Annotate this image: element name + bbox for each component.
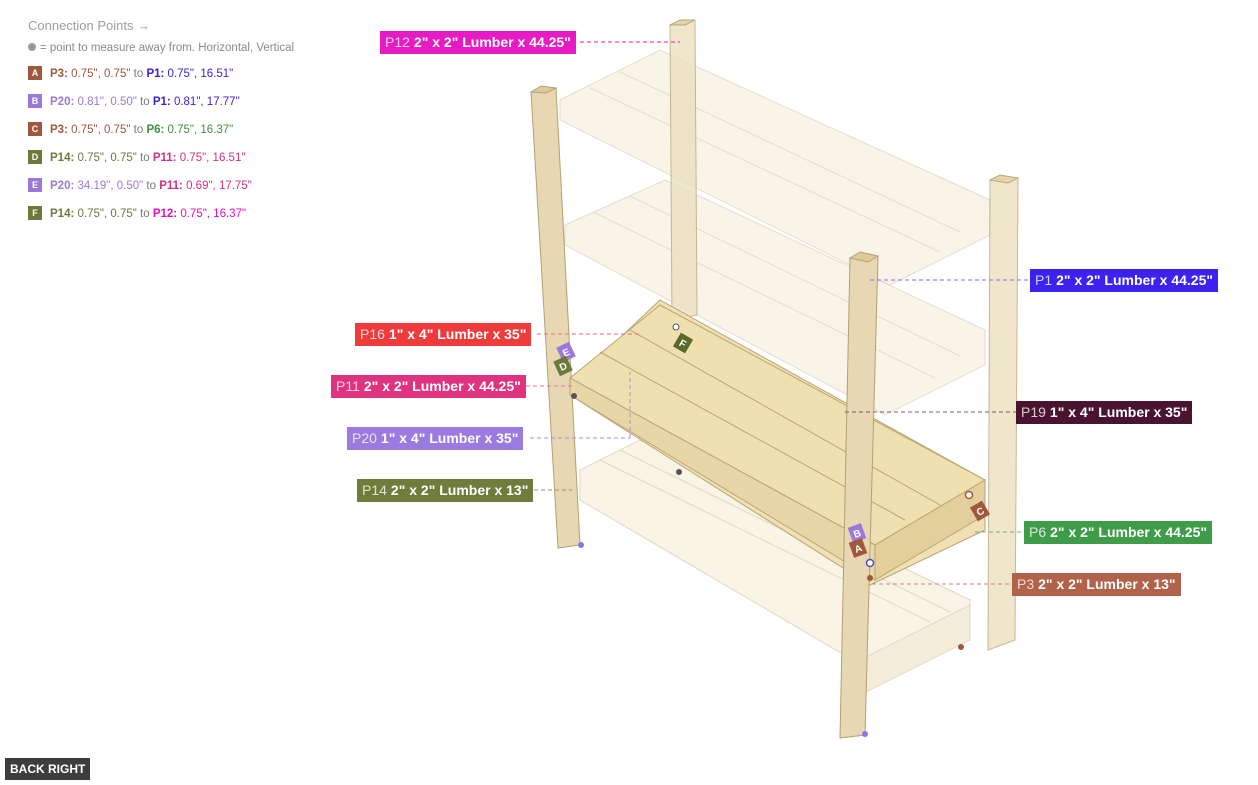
to-word: to	[140, 208, 150, 220]
part-desc: 2" x 2" Lumber x 44.25"	[1056, 272, 1214, 288]
from-value: 0.75", 0.75"	[77, 152, 137, 164]
to-part: P11:	[159, 180, 183, 192]
part-desc: 2" x 2" Lumber x 44.25"	[1050, 524, 1208, 540]
connection-points-title[interactable]: Connection Points →	[28, 18, 151, 33]
marker-E-label: E	[561, 347, 572, 360]
connection-row[interactable]: A P3: 0.75", 0.75" to P1: 0.75", 16.51"	[28, 66, 348, 94]
to-value: 0.75", 16.51"	[179, 152, 246, 164]
connection-badge: A	[28, 66, 42, 80]
part-id: P3	[1017, 576, 1035, 592]
to-word: to	[133, 124, 144, 136]
part-id: P12	[385, 34, 410, 50]
connection-badge: F	[28, 206, 42, 220]
from-value: 0.75", 0.75"	[71, 68, 131, 80]
marker-E: E	[556, 341, 576, 363]
from-part: P3:	[50, 68, 68, 80]
connection-row[interactable]: E P20: 34.19", 0.50" to P11: 0.69", 17.75…	[28, 178, 348, 206]
part-id: P1	[1035, 272, 1053, 288]
marker-C: C	[969, 500, 991, 522]
marker-C-label: C	[975, 506, 987, 519]
part-desc: 2" x 2" Lumber x 13"	[1038, 576, 1176, 592]
marker-F: F	[672, 332, 694, 354]
to-value: 0.69", 17.75"	[186, 180, 252, 192]
connection-badge: D	[28, 150, 42, 164]
part-id: P6	[1029, 524, 1047, 540]
to-part: P11:	[152, 152, 177, 164]
from-part: P20:	[50, 180, 75, 192]
from-value: 0.75", 0.75"	[77, 208, 137, 220]
point-dot-icon	[28, 43, 36, 51]
from-part: P14:	[50, 152, 75, 164]
to-part: P1:	[146, 68, 165, 80]
legend-text: = point to measure away from. Horizontal…	[40, 42, 295, 54]
connection-row[interactable]: D P14: 0.75", 0.75" to P11: 0.75", 16.51"	[28, 150, 348, 178]
connection-points-panel: Connection Points → = point to measure a…	[28, 17, 348, 234]
from-value: 0.75", 0.75"	[71, 124, 131, 136]
connection-row[interactable]: B P20: 0.81", 0.50" to P1: 0.81", 17.77"	[28, 94, 348, 122]
part-desc: 2" x 2" Lumber x 13"	[390, 482, 529, 498]
to-value: 0.75", 16.37"	[167, 124, 234, 136]
marker-B-label: B	[852, 528, 863, 541]
to-part: P1:	[152, 96, 171, 108]
from-value: 34.19", 0.50"	[77, 180, 144, 192]
part-id: P16	[360, 326, 385, 342]
part-id: P14	[362, 482, 387, 498]
part-desc: 2" x 2" Lumber x 44.25"	[363, 378, 521, 394]
to-word: to	[133, 68, 144, 80]
marker-F-label: F	[677, 338, 688, 351]
marker-A-label: A	[853, 543, 864, 556]
marker-D-label: D	[558, 361, 569, 374]
part-desc: 1" x 4" Lumber x 35"	[388, 326, 527, 342]
bench-top	[569, 299, 987, 586]
to-word: to	[140, 96, 150, 108]
from-value: 0.81", 0.50"	[77, 96, 137, 108]
connection-row[interactable]: F P14: 0.75", 0.75" to P12: 0.75", 16.37"	[28, 206, 348, 234]
marker-B: B	[847, 523, 867, 543]
to-word: to	[146, 180, 157, 192]
connection-badge: B	[28, 94, 42, 108]
part-id: P20	[352, 430, 377, 446]
marker-A: A	[848, 538, 868, 558]
part-desc: 2" x 2" Lumber x 44.25"	[413, 34, 571, 50]
connection-badge: E	[28, 178, 42, 192]
to-word: to	[140, 152, 150, 164]
from-part: P20:	[50, 96, 75, 108]
to-value: 0.75", 16.51"	[167, 68, 234, 80]
connection-dots	[571, 323, 974, 737]
to-part: P12:	[152, 208, 178, 220]
connection-row[interactable]: C P3: 0.75", 0.75" to P6: 0.75", 16.37"	[28, 122, 348, 150]
to-value: 0.75", 16.37"	[180, 208, 247, 220]
view-back-right-button[interactable]: BACK RIGHT	[5, 758, 91, 780]
marker-D: D	[553, 355, 573, 377]
part-id: P19	[1021, 404, 1046, 420]
to-part: P6:	[146, 124, 165, 136]
part-id: P11	[336, 378, 360, 394]
leader-lines	[526, 41, 1030, 585]
connection-badge: C	[28, 122, 42, 136]
part-desc: 1" x 4" Lumber x 35"	[1049, 404, 1188, 420]
from-part: P14:	[50, 208, 75, 220]
front-left-leg	[529, 85, 581, 549]
part-desc: 1" x 4" Lumber x 35"	[380, 430, 519, 446]
to-value: 0.81", 17.77"	[173, 96, 240, 108]
from-part: P3:	[50, 124, 68, 136]
connection-points-legend: = point to measure away from. Horizontal…	[28, 40, 348, 56]
